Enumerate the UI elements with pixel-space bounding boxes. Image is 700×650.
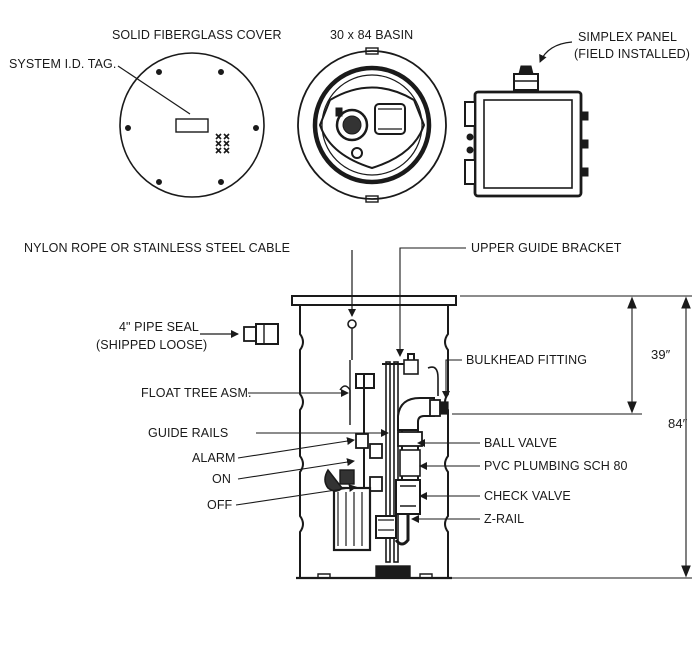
leader-lines [235, 247, 480, 523]
check-valve-label: CHECK VALVE [484, 489, 571, 503]
off-label: OFF [207, 498, 233, 512]
dimension-39: 39″ [651, 347, 671, 362]
pipe-seal-drawing [243, 323, 279, 345]
basin-top-view [297, 47, 447, 203]
dimension-lines [452, 295, 692, 579]
cover-label: SOLID FIBERGLASS COVER [112, 28, 282, 42]
float-tree-label: FLOAT TREE ASM. [141, 386, 252, 400]
cable-label: NYLON ROPE OR STAINLESS STEEL CABLE [24, 241, 291, 255]
simplex-panel-leader [539, 41, 573, 63]
simplex-panel-drawing [464, 65, 589, 198]
basin-side-view [291, 250, 457, 580]
guide-bracket-label: UPPER GUIDE BRACKET [471, 241, 622, 255]
z-rail-label: Z-RAIL [484, 512, 525, 526]
system-tag-label: SYSTEM I.D. TAG. [9, 57, 117, 71]
basin-label: 30 x 84 BASIN [330, 28, 414, 42]
dimension-84: 84″ [668, 416, 688, 431]
fiberglass-cover-drawing [119, 52, 265, 198]
simplex-panel-note: (FIELD INSTALLED) [574, 47, 691, 61]
guide-rails-label: GUIDE RAILS [148, 426, 229, 440]
pipe-seal-label: 4" PIPE SEAL [119, 320, 199, 334]
vent-holes [215, 133, 230, 154]
bulkhead-label: BULKHEAD FITTING [466, 353, 588, 367]
pipe-seal-note: (SHIPPED LOOSE) [96, 338, 208, 352]
ball-valve-label: BALL VALVE [484, 436, 558, 450]
alarm-label: ALARM [192, 451, 236, 465]
on-label: ON [212, 472, 231, 486]
system-tag-leader [117, 65, 191, 115]
pvc-plumbing-label: PVC PLUMBING SCH 80 [484, 459, 628, 473]
simplex-panel-label: SIMPLEX PANEL [578, 30, 678, 44]
